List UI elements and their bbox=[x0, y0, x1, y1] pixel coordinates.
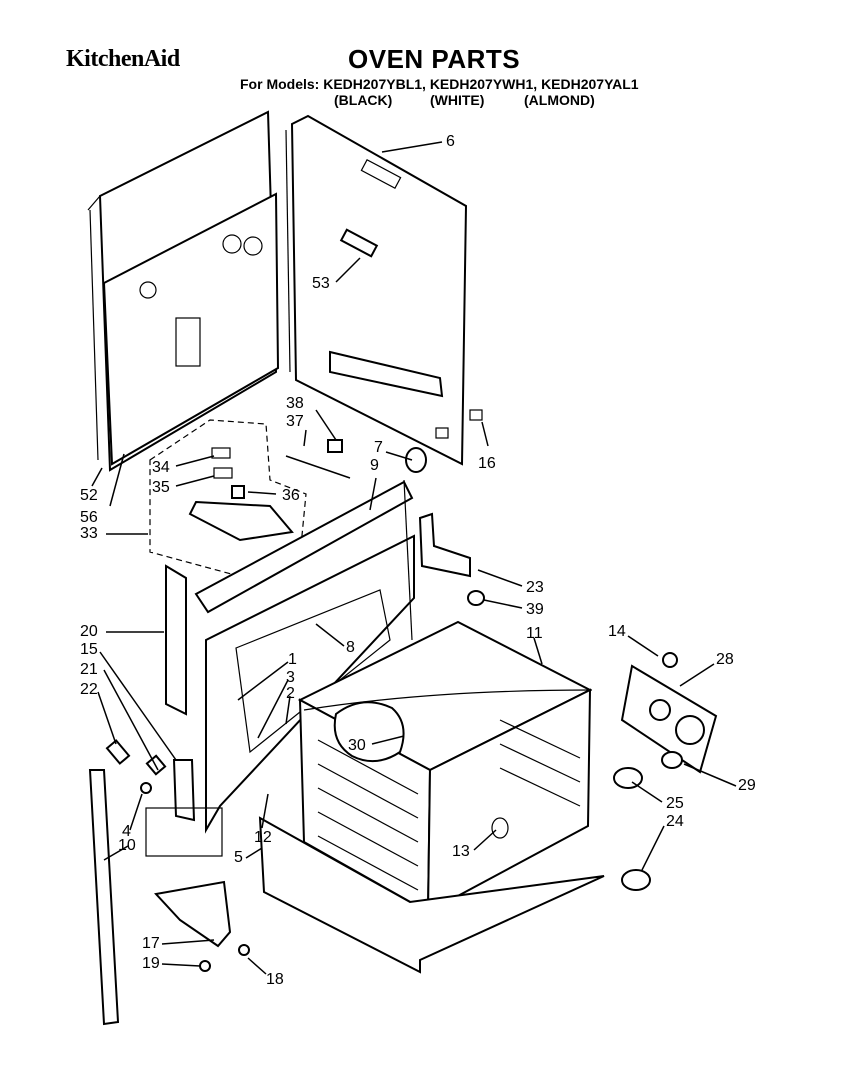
socket bbox=[467, 590, 485, 606]
base-pan bbox=[258, 816, 605, 974]
leader-lines bbox=[91, 141, 737, 975]
callout-53: 53 bbox=[312, 275, 330, 292]
brand-logo: KitchenAid bbox=[66, 46, 180, 72]
screw-4 bbox=[140, 782, 152, 794]
callout-20: 20 bbox=[80, 623, 98, 640]
callout-29: 29 bbox=[738, 777, 756, 794]
callout-28: 28 bbox=[716, 651, 734, 668]
callout-1: 1 bbox=[288, 651, 297, 668]
vent-tube bbox=[418, 512, 471, 578]
control-knob-assembly bbox=[613, 652, 718, 891]
callout-22: 22 bbox=[80, 681, 98, 698]
callout-38: 38 bbox=[286, 395, 304, 412]
rear-back-panel bbox=[87, 110, 280, 472]
wiring-bracket-group bbox=[149, 419, 351, 579]
models-line: For Models: KEDH207YBL1, KEDH207YWH1, KE… bbox=[240, 76, 639, 92]
callout-10: 10 bbox=[118, 837, 136, 854]
callout-8: 8 bbox=[346, 639, 355, 656]
side-panel bbox=[285, 114, 483, 466]
callout-39: 39 bbox=[526, 601, 544, 618]
callout-6: 6 bbox=[446, 133, 455, 150]
callout-25: 25 bbox=[666, 795, 684, 812]
callout-11: 11 bbox=[526, 625, 543, 642]
door-hinge-group bbox=[88, 739, 232, 1026]
oven-cavity bbox=[297, 620, 593, 914]
side-strip bbox=[165, 564, 187, 716]
callout-33: 33 bbox=[80, 525, 98, 542]
screw-18 bbox=[238, 944, 250, 956]
finish-white: (WHITE) bbox=[430, 92, 485, 108]
callout-14: 14 bbox=[608, 623, 626, 640]
callout-5: 5 bbox=[234, 849, 243, 866]
callout-4: 4 bbox=[122, 823, 131, 840]
callout-3: 3 bbox=[286, 669, 295, 686]
callout-30: 30 bbox=[348, 737, 366, 754]
callout-35: 35 bbox=[152, 479, 170, 496]
callout-15: 15 bbox=[80, 641, 98, 658]
callout-24: 24 bbox=[666, 813, 684, 830]
callout-2: 2 bbox=[286, 685, 295, 702]
clip-19 bbox=[199, 960, 211, 972]
callout-17: 17 bbox=[142, 935, 160, 952]
callout-37: 37 bbox=[286, 413, 304, 430]
callout-7: 7 bbox=[374, 439, 383, 456]
callout-18: 18 bbox=[266, 971, 284, 988]
callout-9: 9 bbox=[370, 457, 379, 474]
finish-almond: (ALMOND) bbox=[524, 92, 595, 108]
finish-black: (BLACK) bbox=[334, 92, 393, 108]
page-title: OVEN PARTS bbox=[348, 44, 521, 74]
callout-36: 36 bbox=[282, 487, 300, 504]
grommet bbox=[405, 447, 427, 473]
callout-23: 23 bbox=[526, 579, 544, 596]
oven-front-frame bbox=[194, 479, 415, 834]
callout-19: 19 bbox=[142, 955, 160, 972]
callout-13: 13 bbox=[452, 843, 470, 860]
callout-12: 12 bbox=[254, 829, 272, 846]
callout-56: 56 bbox=[80, 509, 98, 526]
callout-21: 21 bbox=[80, 661, 98, 678]
callout-16: 16 bbox=[478, 455, 496, 472]
callout-52: 52 bbox=[80, 487, 98, 504]
callout-34: 34 bbox=[152, 459, 170, 476]
